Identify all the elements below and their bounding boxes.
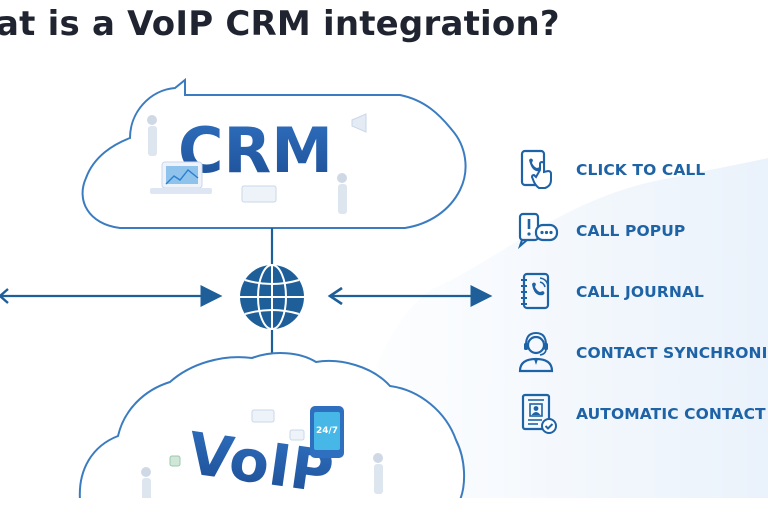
contact-card-icon <box>521 393 557 434</box>
crm-letters: CRM <box>178 114 333 187</box>
voip-illustration: VoIP 24/7 <box>141 406 383 498</box>
feature-item-call-popup: CALL POPUP <box>516 209 685 253</box>
crm-illustration: CRM <box>147 113 367 214</box>
call-journal-icon <box>521 272 550 310</box>
feature-item-click-to-call: CLICK TO CALL <box>516 148 705 192</box>
call-popup-icon <box>517 212 559 250</box>
feature-item-contact-sync: CONTACT SYNCHRONI <box>516 331 768 375</box>
phone-tap-icon <box>520 149 552 189</box>
feature-label: CALL JOURNAL <box>576 283 705 301</box>
diagram-area: CRM <box>0 60 768 498</box>
globe-icon <box>240 264 304 330</box>
badge-247: 24/7 <box>316 426 338 436</box>
feature-item-automatic-contact: AUTOMATIC CONTACT <box>516 392 766 436</box>
diagram-graphic: CRM <box>0 77 768 498</box>
feature-label: CALL POPUP <box>576 222 686 240</box>
feature-label: CONTACT SYNCHRONI <box>576 344 768 362</box>
feature-label: CLICK TO CALL <box>576 161 706 179</box>
page-title: at is a VoIP CRM integration? <box>0 4 560 44</box>
feature-item-call-journal: CALL JOURNAL <box>516 270 704 314</box>
contact-sync-icon <box>518 331 554 373</box>
feature-label: AUTOMATIC CONTACT <box>576 405 766 423</box>
